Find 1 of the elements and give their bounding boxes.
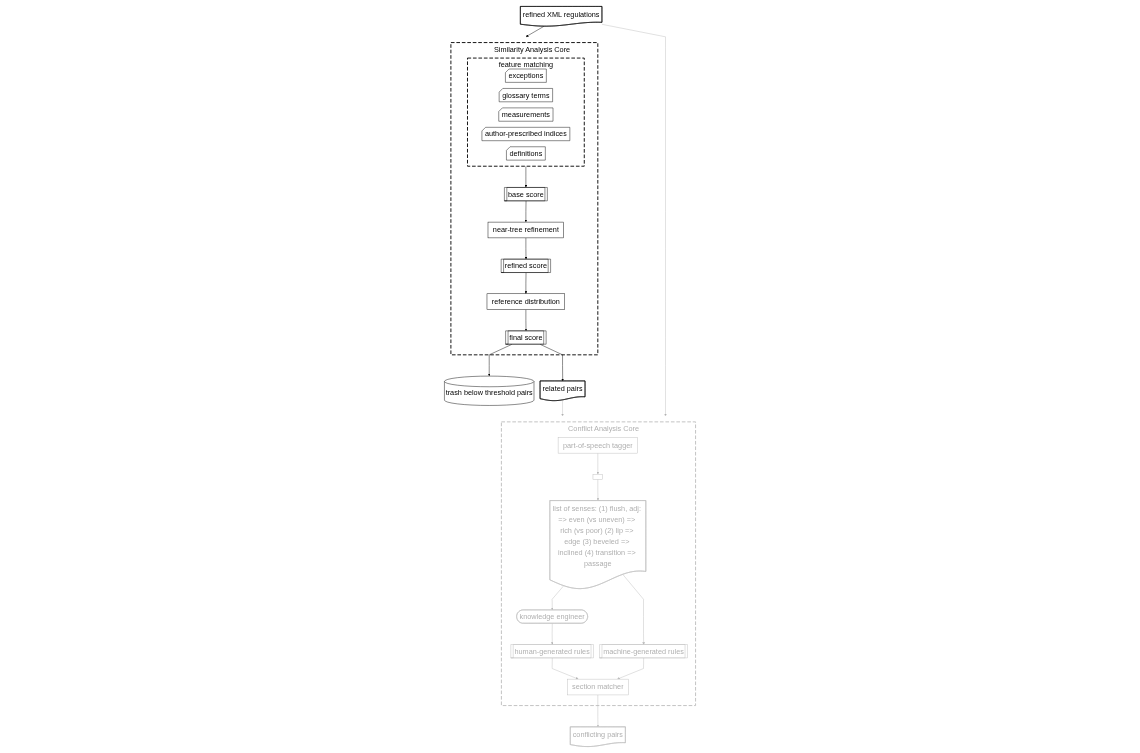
node-box — [592, 474, 603, 480]
